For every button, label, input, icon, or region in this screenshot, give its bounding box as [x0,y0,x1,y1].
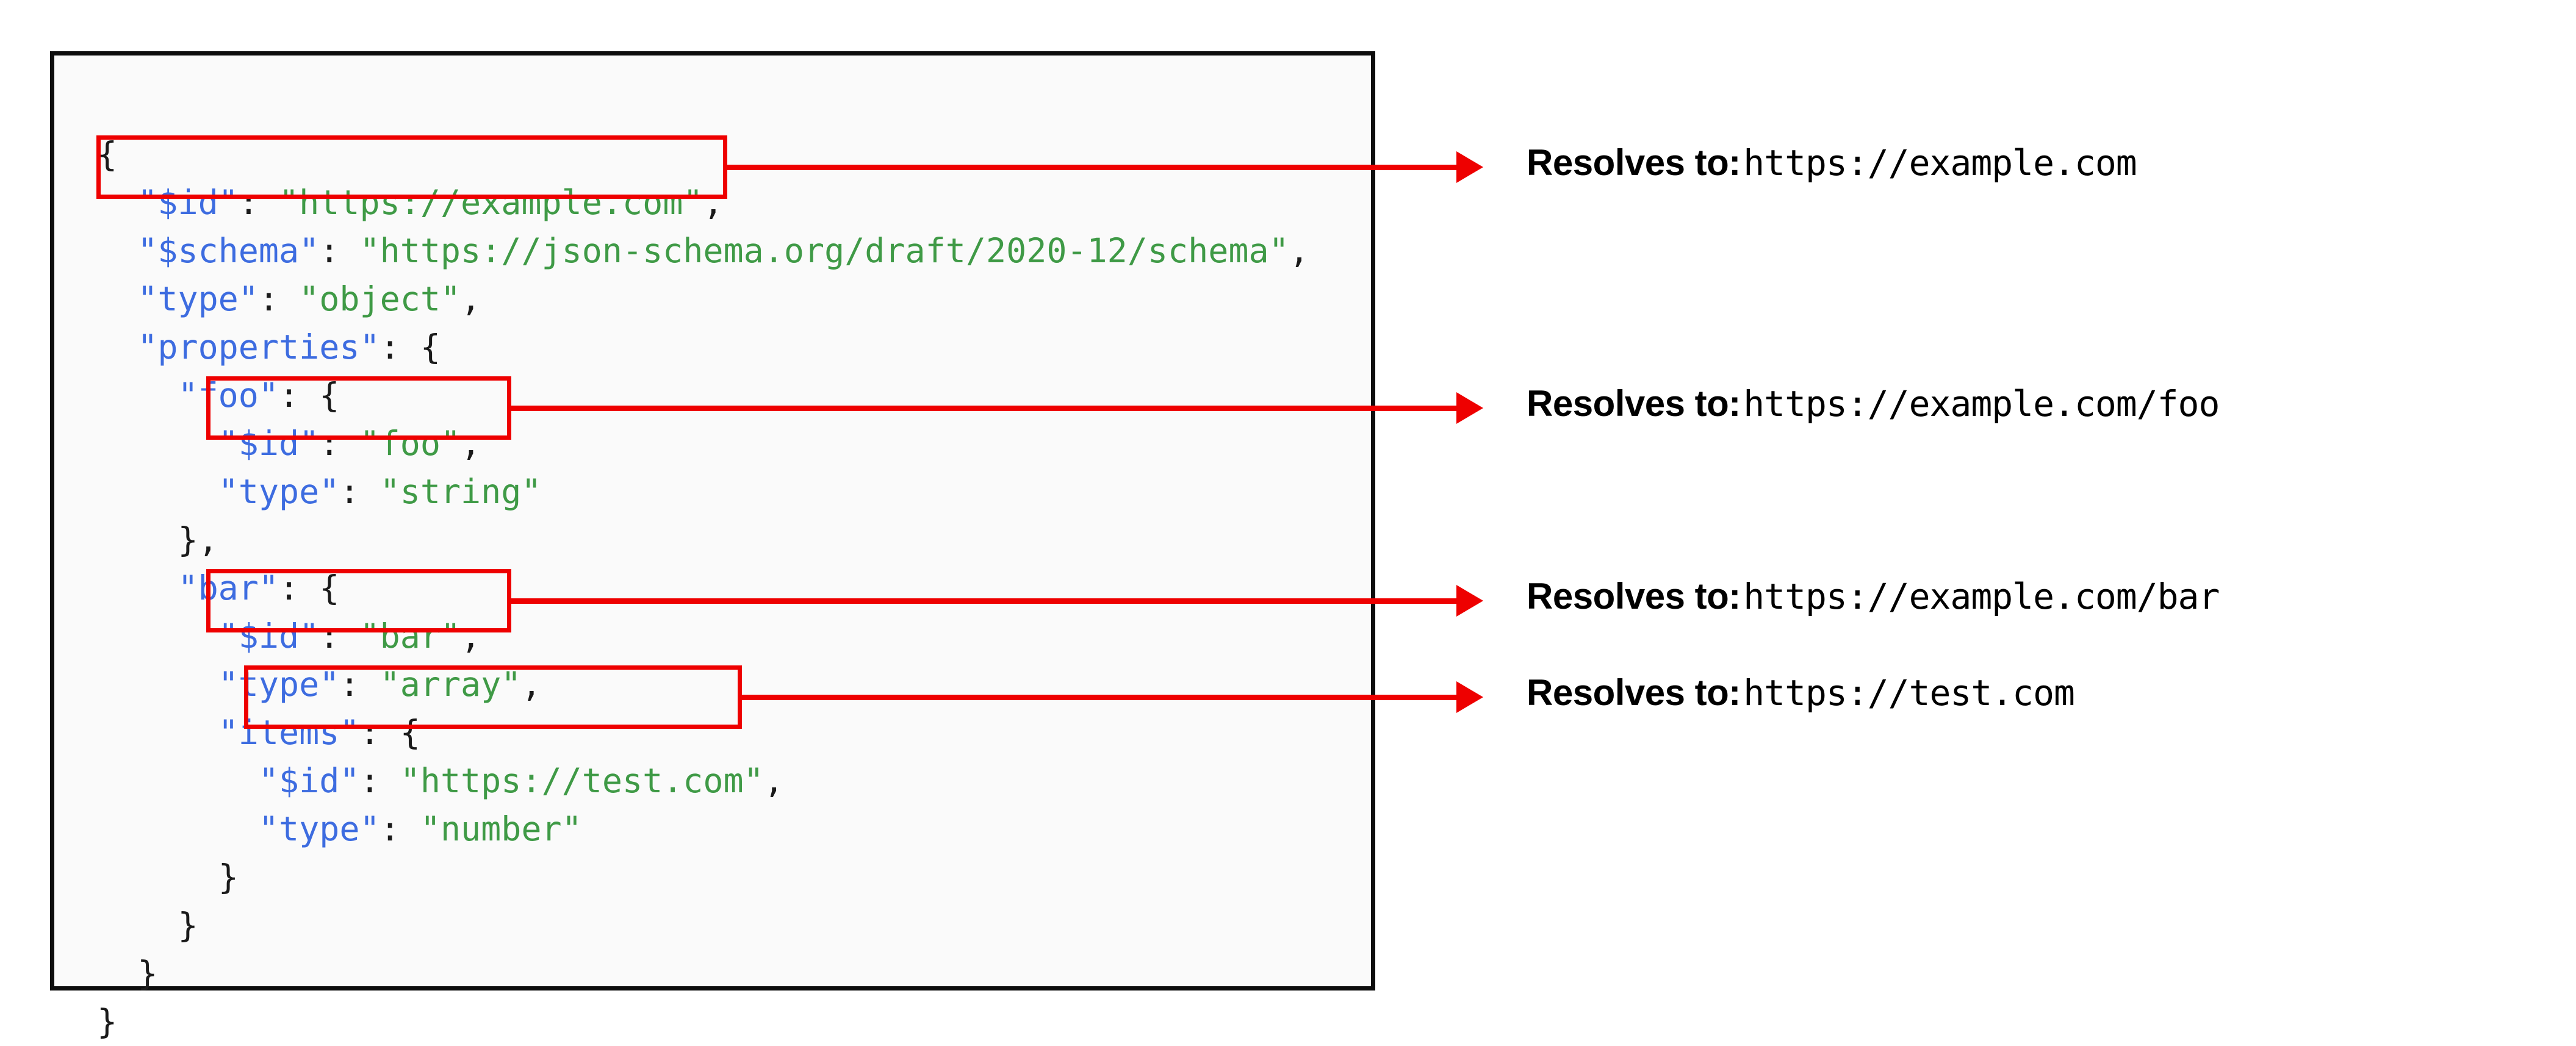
arrow-head-3 [1456,585,1483,617]
arrow-line-1 [727,165,1456,170]
highlight-box-id-foo [206,376,511,440]
code-line: "$id": "foo", [97,420,1309,468]
json-string: "string" [380,472,542,511]
json-punct: , [521,665,542,704]
json-string: "array" [380,665,522,704]
highlight-box-id-bar [206,569,511,632]
json-string: "number" [420,809,582,848]
resolves-label: Resolves to: [1527,576,1741,617]
json-punct: , [1289,231,1309,270]
json-string: "bar" [359,617,461,656]
json-key: "$id" [137,183,239,222]
code-line: "$id": "bar", [97,612,1309,661]
json-key: "bar" [178,568,279,607]
arrow-line-3 [511,598,1456,604]
json-punct: , [461,424,481,463]
json-punct: : [319,231,360,270]
json-key: "type" [258,809,380,848]
resolves-annotation-2: Resolves to: https://example.com/foo [1527,382,2220,424]
json-key: "$id" [218,424,320,463]
json-punct: : [339,665,380,704]
arrow-head-2 [1456,392,1483,424]
code-line: "$schema": "https://json-schema.org/draf… [97,227,1309,275]
json-punct: , [461,279,481,318]
json-key: "$id" [218,617,320,656]
code-line: } [97,998,1309,1046]
arrow-head-4 [1456,681,1483,713]
json-string: "foo" [359,424,461,463]
json-code-panel: { "$id": "https://example.com", "$schema… [50,51,1375,1041]
json-key: "properties" [137,328,380,367]
code-line: "items": { [97,709,1309,757]
json-punct: : [258,279,300,318]
json-string: "https://json-schema.org/draft/2020-12/s… [359,231,1289,270]
arrow-head-1 [1456,151,1483,183]
code-line: }, [97,516,1309,564]
resolved-url-value: https://test.com [1743,672,2075,714]
resolves-label: Resolves to: [1527,672,1741,713]
json-punct: }, [178,520,218,559]
code-line: "properties": { [97,323,1309,371]
json-punct: : { [279,568,340,607]
resolves-label: Resolves to: [1527,142,1741,183]
code-line: "type": "number" [97,805,1309,853]
json-punct: : { [359,713,420,752]
arrow-line-2 [511,406,1456,411]
json-punct: , [461,617,481,656]
code-line: "type": "object", [97,275,1309,323]
resolves-label: Resolves to: [1527,383,1741,424]
json-code-listing: { "$id": "https://example.com", "$schema… [97,131,1309,1046]
json-key: "$schema" [137,231,320,270]
json-punct: : { [279,376,340,415]
json-key: "type" [137,279,259,318]
json-punct: } [218,858,239,897]
json-punct: } [97,1002,118,1041]
resolved-url-value: https://example.com/bar [1743,576,2220,617]
json-punct: , [703,183,724,222]
code-line: "$id": "https://test.com", [97,757,1309,805]
code-line: } [97,901,1309,950]
json-punct: : [319,424,360,463]
json-punct: } [178,906,198,945]
json-key: "items" [218,713,360,752]
resolves-annotation-1: Resolves to: https://example.com [1527,141,2137,184]
highlight-box-id-root [96,135,727,199]
code-line: "foo": { [97,371,1309,420]
json-punct: : [359,761,400,800]
json-punct: : [238,183,279,222]
code-line: "type": "array", [97,661,1309,709]
code-line: "$id": "https://example.com", [97,179,1309,227]
json-key: "type" [218,665,340,704]
json-key: "$id" [258,761,360,800]
resolves-annotation-3: Resolves to: https://example.com/bar [1527,575,2220,617]
json-string: "https://example.com" [279,183,703,222]
code-line: "bar": { [97,564,1309,612]
json-string: "object" [299,279,461,318]
code-line: "type": "string" [97,468,1309,516]
code-line: } [97,853,1309,901]
arrow-line-4 [742,695,1456,700]
json-key: "type" [218,472,340,511]
json-punct: : { [380,328,441,367]
json-punct: , [763,761,784,800]
resolves-annotation-4: Resolves to: https://test.com [1527,672,2075,714]
json-punct: : [339,472,380,511]
json-punct: : [319,617,360,656]
json-punct: : [380,809,420,848]
code-line: } [97,950,1309,998]
json-key: "foo" [178,376,279,415]
json-string: "https://test.com" [400,761,764,800]
json-punct: } [137,954,158,993]
resolved-url-value: https://example.com/foo [1743,383,2220,424]
resolved-url-value: https://example.com [1743,142,2137,184]
highlight-box-id-items [244,665,742,729]
